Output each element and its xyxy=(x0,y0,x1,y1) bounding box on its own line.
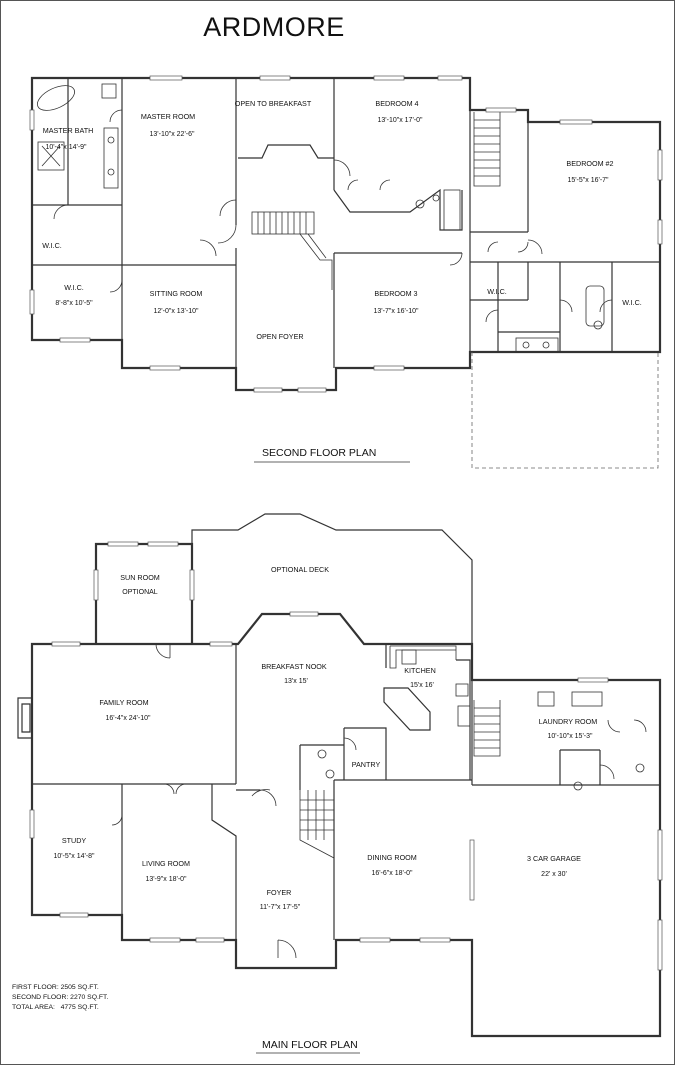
second-floor-fixtures xyxy=(36,83,605,353)
main-floor-fixtures xyxy=(317,691,645,791)
optional-deck-outline xyxy=(191,513,473,644)
room-dimensions: 16'-4"x 24'-10" xyxy=(105,715,151,722)
room-dimensions: OPTIONAL xyxy=(122,589,158,596)
tub-icon xyxy=(585,285,605,327)
room-name: OPEN FOYER xyxy=(256,332,303,341)
room-dimensions: 10'-5"x 14'-8" xyxy=(53,853,95,860)
main-floor-plan-title: MAIN FLOOR PLAN xyxy=(262,1039,358,1051)
area-total: TOTAL AREA: 4775 SQ.FT. xyxy=(12,1004,99,1011)
main-floor-interior-walls xyxy=(32,643,660,940)
room-name: KITCHEN xyxy=(404,666,436,675)
room-name: SITTING ROOM xyxy=(150,289,203,298)
room-dimensions: 10'-10"x 15'-3" xyxy=(547,733,593,740)
room-name: OPTIONAL DECK xyxy=(271,565,329,574)
room-dimensions: 10'-4"x 14'-9" xyxy=(45,144,87,151)
toilet-icon xyxy=(325,769,335,779)
washer-icon xyxy=(537,691,555,707)
main-floor-windows xyxy=(29,541,663,971)
toilet-icon xyxy=(101,83,117,99)
bedroom4-closet xyxy=(333,188,463,231)
fireplace-icon xyxy=(17,697,32,739)
room-name: W.I.C. xyxy=(622,298,642,307)
room-name: STUDY xyxy=(62,836,87,845)
room-dimensions: 13'x 15' xyxy=(284,678,308,685)
kitchen-island xyxy=(383,687,431,731)
room-dimensions: 15'-5"x 16'-7" xyxy=(567,177,609,184)
stove-icon xyxy=(455,683,469,697)
room-name: MASTER ROOM xyxy=(141,112,195,121)
room-name: LAUNDRY ROOM xyxy=(539,717,597,726)
tub-icon xyxy=(443,189,461,231)
area-second-floor: SECOND FLOOR: 2270 SQ.FT. xyxy=(12,994,108,1001)
room-dimensions: 11'-7"x 17'-5" xyxy=(260,904,301,911)
room-name: MASTER BATH xyxy=(43,126,94,135)
main-floor-outer-wall xyxy=(30,612,662,1038)
breakfast-opening-bay xyxy=(238,144,334,159)
second-floor-windows xyxy=(29,75,663,393)
room-name: SUN ROOM xyxy=(120,573,160,582)
garage-roof-outline xyxy=(471,352,659,469)
room-name: LIVING ROOM xyxy=(142,859,190,868)
toilet-icon xyxy=(415,199,425,209)
plan-title: ARDMORE xyxy=(203,12,345,42)
room-name: BEDROOM 4 xyxy=(375,99,418,108)
area-first-floor: FIRST FLOOR: 2505 SQ.FT. xyxy=(12,984,99,991)
sink-icon xyxy=(401,649,417,665)
main-floor-stair xyxy=(251,700,501,859)
room-dimensions: 8'-8"x 10'-5" xyxy=(55,300,93,307)
room-name: PANTRY xyxy=(352,760,381,769)
second-floor-plan-title: SECOND FLOOR PLAN xyxy=(262,447,376,459)
second-floor-plan: MASTER BATH 10'-4"x 14'-9" MASTER ROOM 1… xyxy=(29,75,663,469)
room-name: BEDROOM 3 xyxy=(374,289,417,298)
room-name: OPEN TO BREAKFAST xyxy=(235,99,312,108)
room-name: FOYER xyxy=(267,888,292,897)
room-dimensions: 13'-10"x 22'-6" xyxy=(149,131,195,138)
vanity-icon xyxy=(103,127,119,189)
toilet-icon xyxy=(593,320,603,330)
garage-step-icon xyxy=(573,781,583,791)
second-floor-stair xyxy=(251,112,501,290)
room-dimensions: 13'-9"x 18'-0" xyxy=(145,876,187,883)
room-name: W.I.C. xyxy=(42,241,62,250)
room-name: DINING ROOM xyxy=(367,853,417,862)
room-name: BEDROOM #2 xyxy=(566,159,613,168)
shower-icon xyxy=(37,141,65,171)
room-name: BREAKFAST NOOK xyxy=(261,662,327,671)
room-name: FAMILY ROOM xyxy=(99,698,148,707)
room-dimensions: 13'-10"x 17'-0" xyxy=(377,117,423,124)
bathtub-icon xyxy=(36,85,76,111)
room-dimensions: 15'x 16' xyxy=(410,682,434,689)
sink-icon xyxy=(317,749,327,759)
toilet-icon xyxy=(635,763,645,773)
second-floor-doors xyxy=(53,109,613,323)
vanity-icon xyxy=(515,337,559,353)
room-name: W.I.C. xyxy=(487,287,507,296)
room-name: 3 CAR GARAGE xyxy=(527,854,581,863)
room-dimensions: 12'-0"x 13'-10" xyxy=(153,308,199,315)
laundry-sink-icon xyxy=(571,691,603,707)
kitchen-counter xyxy=(389,645,457,669)
oven-icon xyxy=(457,705,471,727)
main-floor-plan: SUN ROOM OPTIONAL OPTIONAL DECK BREAKFAS… xyxy=(12,513,663,1054)
second-floor-interior-walls xyxy=(32,78,660,368)
main-floor-doors xyxy=(111,643,647,959)
room-dimensions: 16'-6"x 18'-0" xyxy=(371,870,413,877)
room-name: W.I.C. xyxy=(64,283,84,292)
room-dimensions: 13'-7"x 16'-10" xyxy=(373,308,419,315)
second-floor-outer-wall xyxy=(30,76,662,392)
room-dimensions: 22' x 30' xyxy=(541,871,567,878)
